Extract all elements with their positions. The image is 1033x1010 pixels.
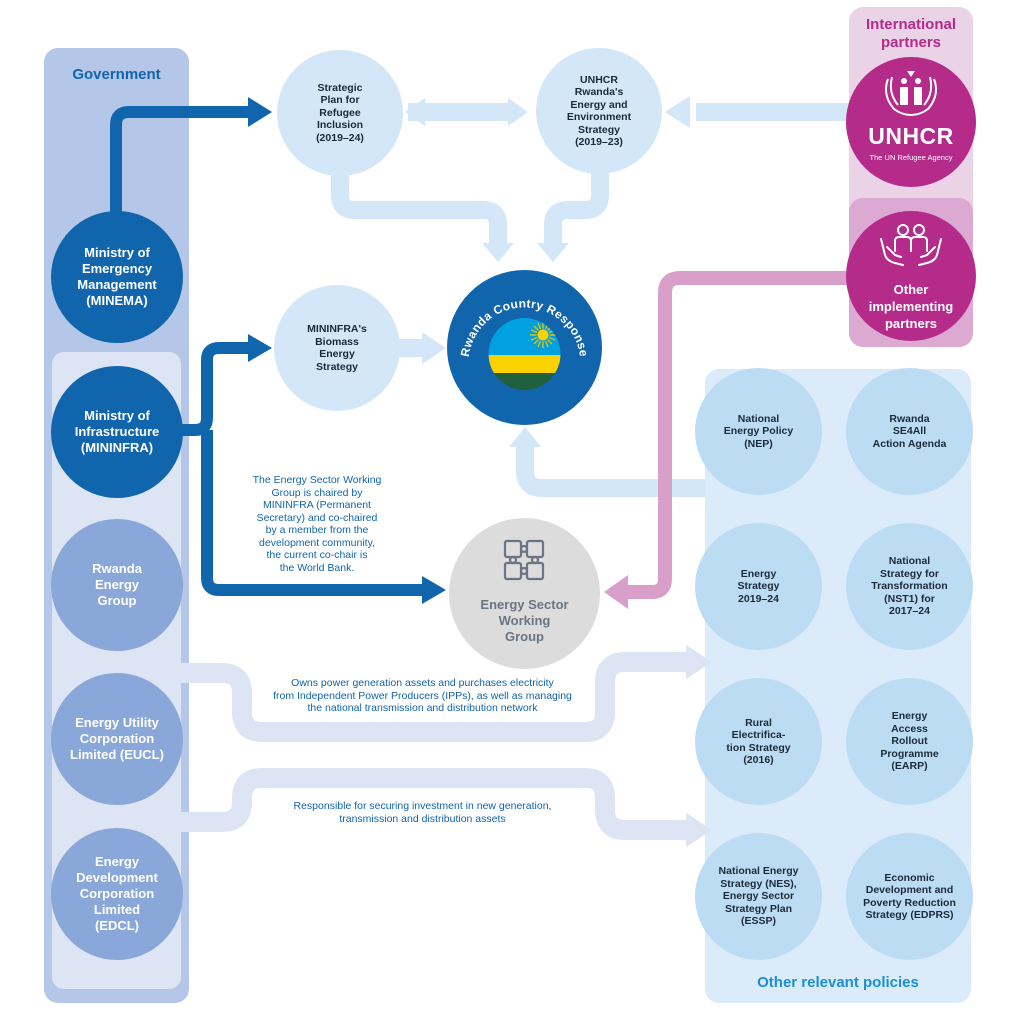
country-response-node: Rwanda Country Response	[447, 270, 602, 425]
working-group-node: Energy Sector Working Group	[449, 518, 600, 669]
unhcr-node: UNHCR The UN Refugee Agency	[846, 57, 976, 187]
edcl-note: Responsible for securing investment in n…	[293, 800, 552, 825]
edcl-node: Energy Development Corporation Limited (…	[51, 828, 183, 960]
policy-nep: National Energy Policy (NEP)	[695, 368, 822, 495]
policy-earp: Energy Access Rollout Programme (EARP)	[846, 678, 973, 805]
reg-connector	[180, 652, 688, 742]
mininfra-wg-arrowhead	[422, 576, 446, 604]
unhcr-emblem-icon	[885, 71, 937, 117]
policy-nst1: National Strategy for Transformation (NS…	[846, 523, 973, 650]
biomass-node: MININFRA's Biomass Energy Strategy	[274, 285, 400, 411]
partners-arrowhead	[604, 575, 628, 609]
double-arrowhead-right	[508, 98, 528, 126]
international-title: International partners	[865, 16, 956, 51]
ministry-connectors	[110, 106, 425, 596]
other-policies-title: Other relevant policies	[757, 974, 919, 991]
minema-node: Ministry of Emergency Management (MINEMA…	[51, 211, 183, 343]
reg-note: Owns power generation assets and purchas…	[273, 677, 572, 714]
minema-arrowhead	[248, 97, 272, 127]
rwanda-flag-icon	[488, 318, 561, 390]
biomass-arrowhead	[422, 332, 446, 364]
edcl-connector	[180, 768, 688, 840]
reg-node: Rwanda Energy Group	[51, 519, 183, 651]
double-arrowhead-left	[405, 98, 425, 126]
strategy-arrowhead-2	[537, 243, 569, 262]
mininfra-node: Ministry of Infrastructure (MININFRA)	[51, 366, 183, 498]
unhcr-arrowhead	[665, 96, 690, 128]
other-partners-label: Other implementing partners	[868, 282, 954, 331]
mininfra-biomass-arrowhead	[248, 334, 272, 362]
strategic-plan-node: Strategic Plan for Refugee Inclusion (20…	[277, 50, 403, 176]
policy-se4all: Rwanda SE4All Action Agenda	[846, 368, 973, 495]
policy-energy-strategy: Energy Strategy 2019–24	[695, 523, 822, 650]
unhcr-tagline: The UN Refugee Agency	[869, 153, 953, 162]
strategy-connectors	[331, 103, 850, 497]
policy-arrowhead	[509, 427, 541, 447]
people-hands-icon	[880, 224, 942, 266]
reg-arrowhead	[686, 645, 712, 679]
working-group-label: Energy Sector Working Group	[480, 597, 569, 644]
eucl-node: Energy Utility Corporation Limited (EUCL…	[51, 673, 183, 805]
edcl-arrowhead	[686, 813, 712, 847]
other-partners-node: Other implementing partners	[846, 211, 976, 341]
partners-connector	[625, 271, 850, 599]
government-title: Government	[72, 66, 161, 83]
strategy-arrowhead-1	[482, 243, 514, 262]
puzzle-hands-icon	[503, 539, 545, 581]
unhcr-strategy-node: UNHCR Rwanda's Energy and Environment St…	[536, 48, 662, 174]
unhcr-logo-text: UNHCR	[868, 123, 954, 149]
policy-nes-essp: National Energy Strategy (NES), Energy S…	[695, 833, 822, 960]
working-group-note: The Energy Sector Working Group is chair…	[252, 474, 382, 574]
policy-edprs: Economic Development and Poverty Reducti…	[846, 833, 973, 960]
policy-rural-electrification: Rural Electrifica- tion Strategy (2016)	[695, 678, 822, 805]
country-response-graphic: Rwanda Country Response	[458, 296, 591, 390]
